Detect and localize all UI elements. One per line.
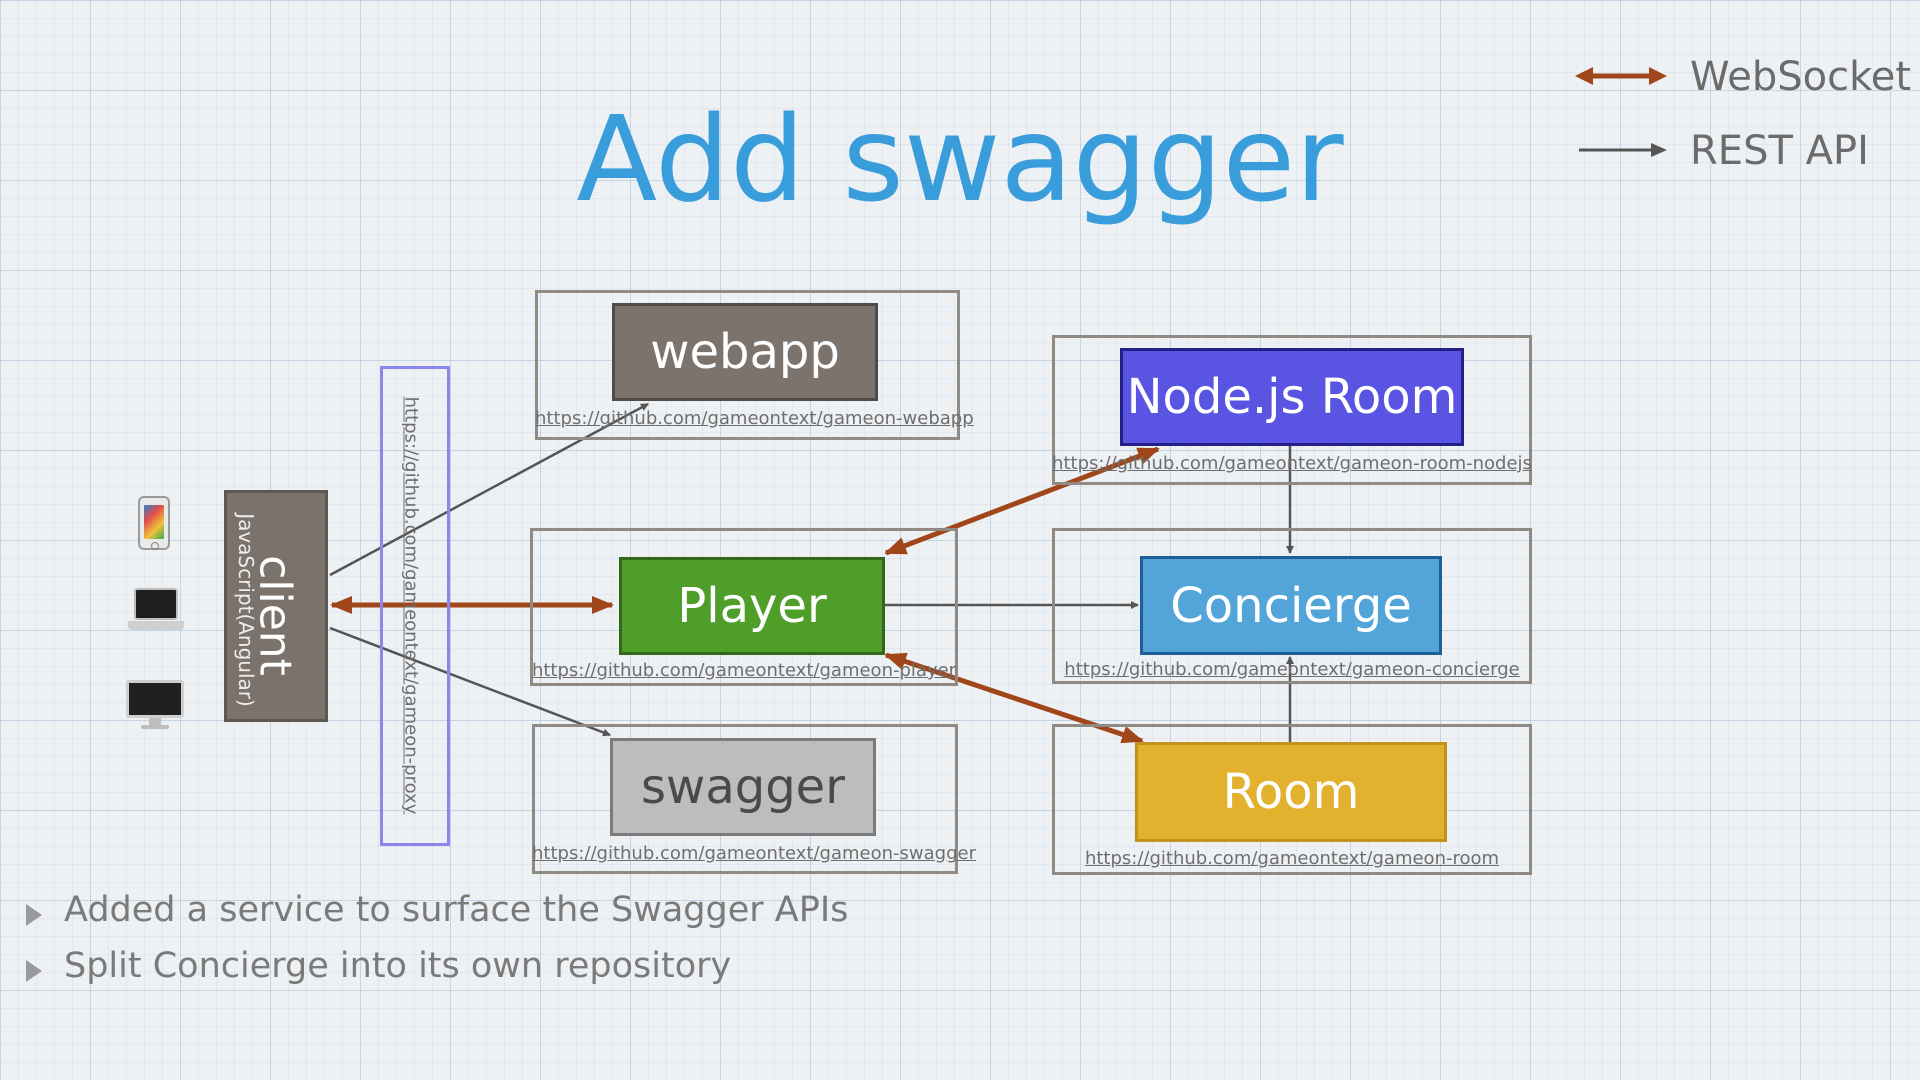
player-box[interactable]: Player — [619, 557, 885, 655]
bullet-arrow-icon — [26, 904, 42, 926]
concierge-url[interactable]: https://github.com/gameontext/gameon-con… — [1064, 659, 1520, 680]
webapp-url[interactable]: https://github.com/gameontext/gameon-web… — [535, 408, 974, 429]
player-url[interactable]: https://github.com/gameontext/gameon-pla… — [531, 660, 957, 681]
bullet-arrow-icon — [26, 960, 42, 982]
bullet-item: Added a service to surface the Swagger A… — [64, 890, 849, 930]
client-box[interactable] — [224, 490, 328, 722]
rest-legend-label: REST API — [1690, 128, 1869, 174]
webapp-box[interactable]: webapp — [612, 303, 878, 401]
bullet-item: Split Concierge into its own repository — [64, 946, 732, 986]
bullet-list: Added a service to surface the Swagger A… — [24, 890, 924, 1000]
websocket-legend-arrow — [1575, 67, 1667, 85]
client-label-group: client JavaScript(Angular) — [226, 513, 326, 707]
player-nodejs-websocket-connector — [884, 446, 1160, 556]
proxy-box[interactable] — [380, 366, 450, 846]
room-box[interactable]: Room — [1135, 742, 1447, 842]
legend: WebSocket REST API — [1575, 50, 1915, 180]
room-frame — [1052, 724, 1532, 875]
swagger-frame — [532, 724, 958, 874]
proxy-url-wrap: https://github.com/gameontext/gameon-pro… — [380, 366, 440, 846]
client-swagger-rest-connector — [329, 626, 611, 737]
swagger-url[interactable]: https://github.com/gameontext/gameon-swa… — [532, 843, 976, 864]
desktop-icon — [126, 680, 184, 732]
room-url[interactable]: https://github.com/gameontext/gameon-roo… — [1084, 848, 1500, 869]
nodejs-room-frame — [1052, 335, 1532, 485]
rest-legend-arrow — [1579, 143, 1667, 157]
client-webapp-rest-connector — [329, 402, 649, 577]
phone-icon — [138, 496, 170, 550]
client-sublabel: JavaScript(Angular) — [234, 513, 258, 707]
nodejs-room-box[interactable]: Node.js Room — [1120, 348, 1464, 446]
concierge-frame — [1052, 528, 1532, 684]
concierge-box[interactable]: Concierge — [1140, 556, 1442, 655]
laptop-icon — [128, 588, 184, 640]
websocket-legend-label: WebSocket — [1690, 54, 1912, 100]
webapp-frame — [535, 290, 960, 440]
slide-title: Add swagger — [576, 90, 1344, 228]
swagger-box[interactable]: swagger — [610, 738, 876, 836]
player-frame — [530, 528, 958, 686]
proxy-url[interactable]: https://github.com/gameontext/gameon-pro… — [400, 396, 422, 815]
nodejs-room-url[interactable]: https://github.com/gameontext/gameon-roo… — [1052, 453, 1532, 474]
